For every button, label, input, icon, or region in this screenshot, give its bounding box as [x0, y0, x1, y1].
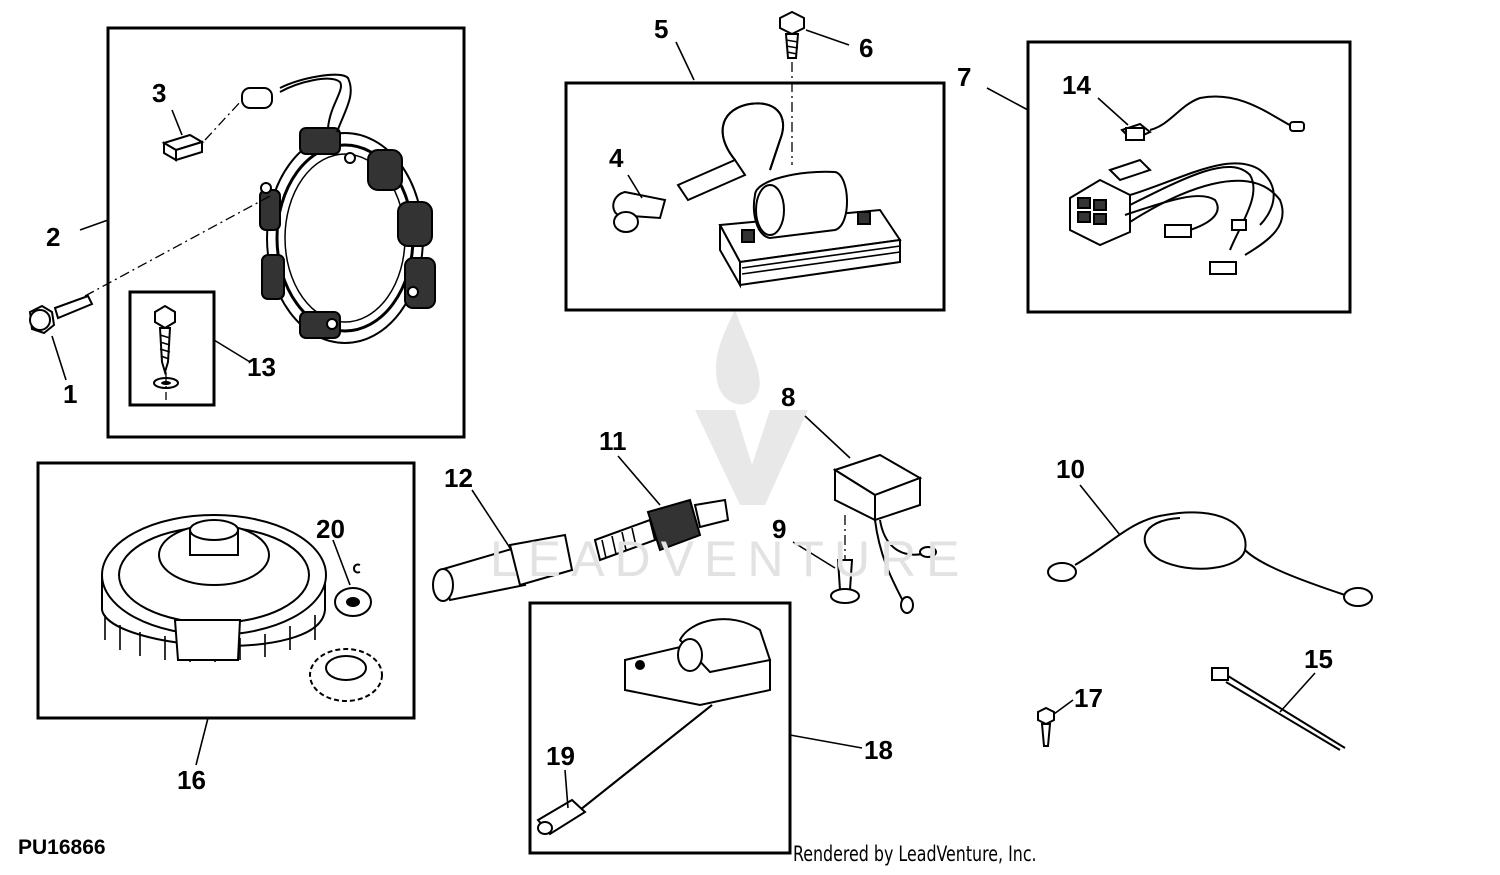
gear-20 [309, 563, 383, 702]
cable-tie-15 [1211, 667, 1346, 751]
spark-plug-cover-12 [432, 533, 574, 602]
callout-10: 10 [1056, 454, 1085, 484]
connector-3 [161, 133, 205, 162]
ignition-module-18 [579, 618, 772, 811]
ground-wire-10 [1047, 511, 1373, 607]
callout-7: 7 [957, 62, 971, 92]
screw-9 [830, 559, 860, 604]
screw-13 [153, 304, 179, 400]
callout-1: 1 [63, 379, 77, 409]
callout-11: 11 [599, 426, 627, 456]
callout-18: 18 [864, 735, 893, 765]
callout-6: 6 [859, 33, 873, 63]
flywheel [101, 514, 327, 662]
stator-group-box [106, 26, 466, 439]
screw-6 [779, 10, 805, 59]
control-module-8 [832, 453, 937, 614]
callout-5: 5 [654, 14, 668, 44]
callout-14: 14 [1062, 70, 1091, 100]
callout-15: 15 [1304, 644, 1333, 674]
terminal-19 [536, 798, 587, 836]
callout-8: 8 [781, 382, 795, 412]
leadventure-watermark-logo [695, 310, 808, 505]
callout-20: 20 [316, 514, 345, 544]
screw-1 [28, 294, 94, 335]
spark-plug-boot-4 [612, 190, 667, 233]
figure-id: PU16866 [18, 836, 106, 859]
ignition-module-group-box [528, 601, 792, 855]
screw-kit-13-box [128, 290, 216, 407]
callout-16: 16 [177, 765, 206, 795]
flywheel-group-box [36, 461, 416, 720]
callout-12: 12 [444, 463, 473, 493]
callout-4: 4 [609, 143, 624, 173]
callout-2: 2 [46, 222, 60, 252]
wiring-harness-group-box [1026, 40, 1352, 314]
leader-lines [51, 29, 1316, 809]
render-credit: Rendered by LeadVenture, Inc. [793, 842, 1037, 866]
callout-17: 17 [1074, 683, 1103, 713]
screw-17 [1037, 706, 1055, 747]
callout-19: 19 [546, 741, 575, 771]
callout-13: 13 [247, 352, 276, 382]
ignition-coil-group-box [564, 81, 946, 312]
stator [241, 73, 436, 344]
spark-plug-11 [593, 498, 730, 562]
callout-9: 9 [772, 514, 786, 544]
ignition-coil [676, 102, 902, 289]
callout-labels: 1 2 3 4 5 6 7 8 9 10 11 12 13 14 15 16 1… [46, 14, 1333, 795]
callout-3: 3 [152, 78, 166, 108]
wiring-harness [1069, 95, 1305, 275]
watermark-text: LEADVENTURE [490, 531, 970, 587]
